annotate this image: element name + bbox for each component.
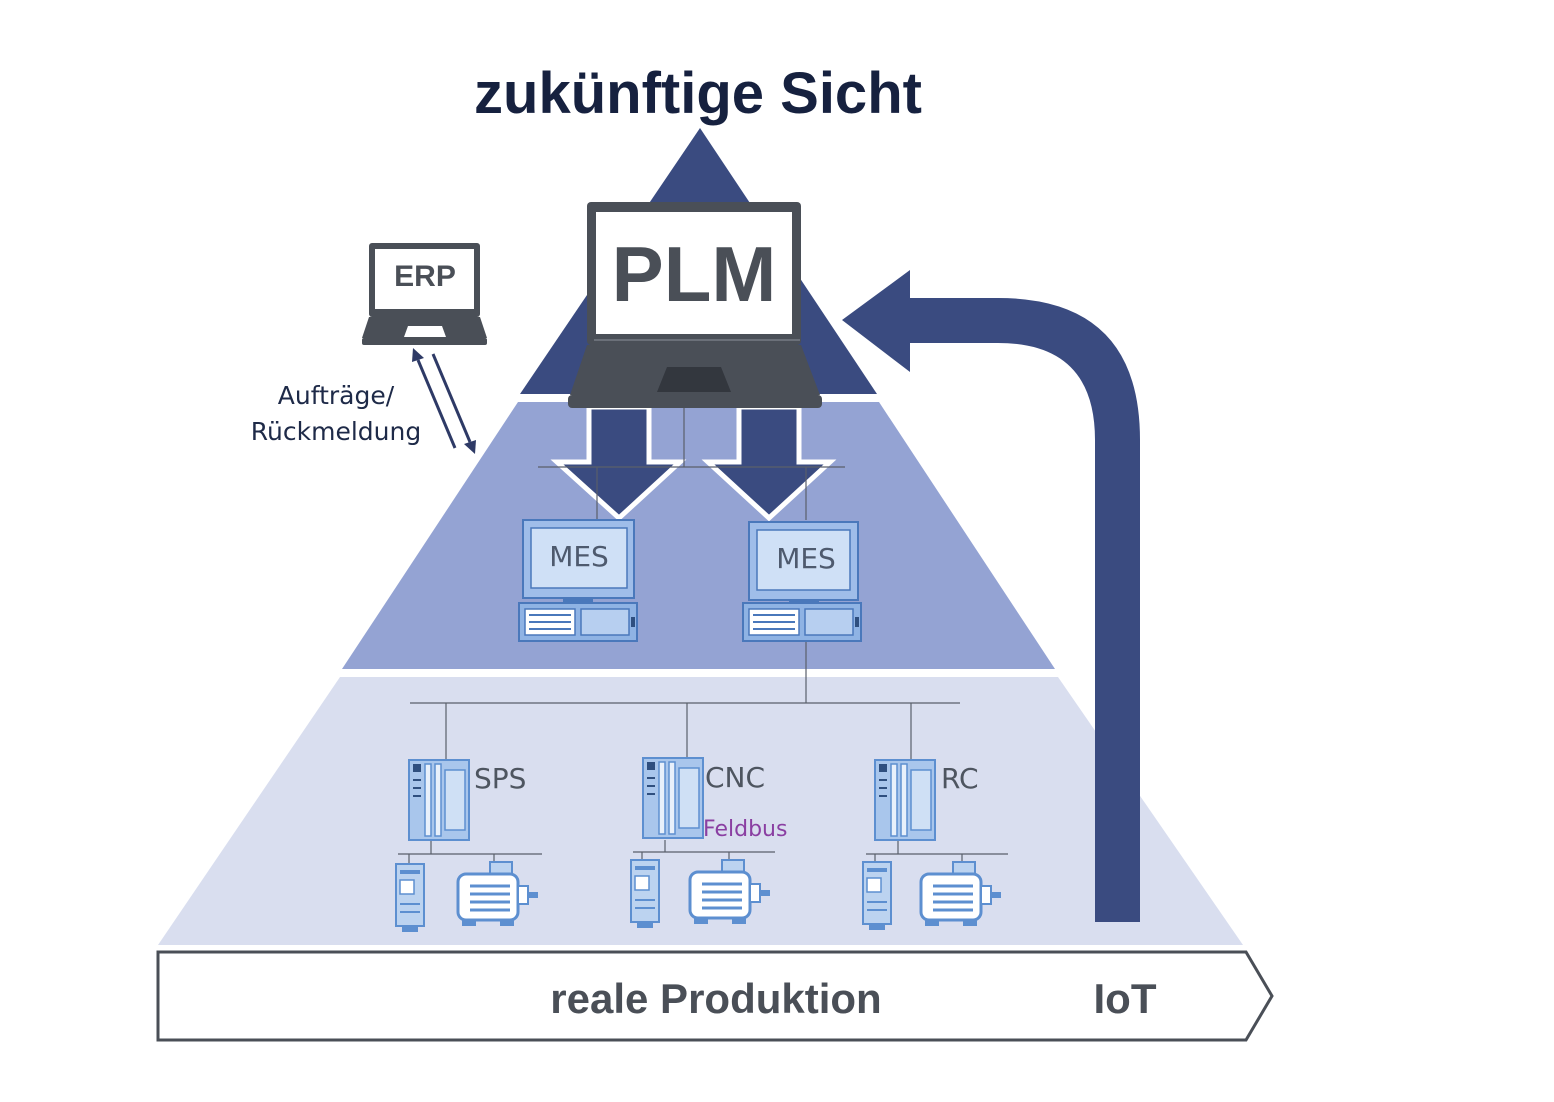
mes-left-label: MES bbox=[549, 540, 609, 573]
down-arrow-right bbox=[701, 404, 837, 522]
controller-cnc: CNC Feldbus bbox=[642, 757, 787, 842]
production-label: reale Produktion bbox=[550, 975, 881, 1022]
mes-left-computer: MES bbox=[518, 519, 638, 642]
diagram-title: zukünftige Sicht bbox=[474, 61, 922, 126]
io-module-icon bbox=[630, 859, 660, 929]
io-module-icon bbox=[395, 863, 425, 933]
controller-sps: SPS bbox=[408, 759, 526, 841]
plm-label: PLM bbox=[612, 230, 777, 318]
mes-right-label: MES bbox=[776, 542, 836, 575]
mes-network-lines bbox=[538, 404, 845, 520]
erp-label: ERP bbox=[394, 260, 456, 293]
fieldbus-label: Feldbus bbox=[703, 817, 787, 842]
pyramid-middle-tier bbox=[342, 402, 1055, 669]
io-module-icon bbox=[862, 861, 892, 931]
orders-label-line1: Aufträge/ bbox=[278, 381, 395, 410]
iot-upward-arrow bbox=[842, 270, 1140, 922]
controller-network-lines bbox=[398, 642, 1008, 866]
mes-right-computer: MES bbox=[742, 521, 862, 642]
controller-rc: RC bbox=[874, 759, 979, 841]
controller-rc-label: RC bbox=[941, 762, 979, 795]
orders-label-line2: Rückmeldung bbox=[251, 417, 421, 446]
erp-laptop: ERP bbox=[362, 243, 487, 345]
iot-label: IoT bbox=[1094, 975, 1157, 1022]
production-banner bbox=[156, 950, 1274, 1042]
orders-feedback-arrows bbox=[412, 348, 476, 454]
controller-sps-label: SPS bbox=[474, 762, 526, 795]
plm-laptop: PLM bbox=[568, 202, 822, 408]
controller-cnc-label: CNC bbox=[705, 761, 765, 794]
down-arrow-left bbox=[550, 404, 687, 522]
